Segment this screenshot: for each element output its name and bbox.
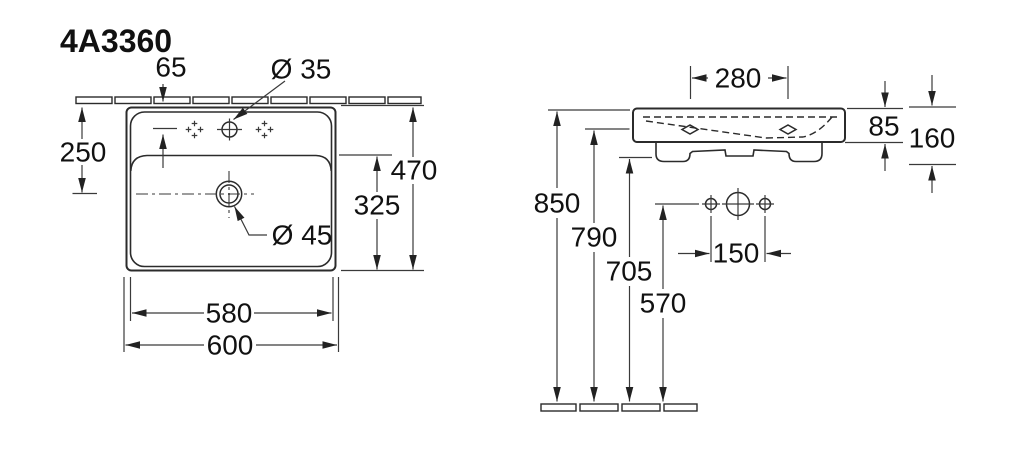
dim-overall-width: 600 [123, 277, 340, 361]
fixing-hole-icon [680, 124, 700, 135]
bowl-depth-label: 325 [354, 190, 401, 221]
tap-offset-label: 65 [155, 52, 186, 83]
wall-tile [114, 96, 152, 105]
wall-tile [75, 96, 113, 105]
basin-body [632, 107, 846, 143]
dim-tap-diameter: Ø 35 [233, 54, 332, 120]
dim-rim-height: 850 [534, 111, 581, 402]
drain-diameter-label: Ø 45 [272, 220, 333, 251]
floor-tile [663, 403, 698, 412]
optional-tap-hole-marker-left [185, 120, 204, 139]
dim-overall-depth: 470 [341, 104, 438, 272]
dim-connection-spacing: 150 [678, 216, 791, 269]
fixing-height-label: 790 [571, 222, 618, 253]
fixing-spacing-label: 280 [715, 63, 762, 94]
connection-spacing-label: 150 [713, 238, 760, 269]
dim-underside-height: 705 [606, 159, 653, 402]
rim-height-label: 850 [534, 188, 581, 219]
wall-tile [270, 96, 308, 105]
bowl-width-label: 580 [206, 298, 253, 329]
leader-line [233, 206, 267, 236]
apron-height-label: 85 [868, 111, 899, 142]
top-view: 65 Ø 35 250 470 325 Ø 45 [60, 52, 438, 361]
wall-tile [231, 96, 269, 105]
dim-fixing-spacing: 280 [689, 63, 789, 99]
dim-tap-offset: 65 [153, 52, 187, 168]
wall-tile [153, 96, 191, 105]
drain-center-dot [228, 193, 230, 195]
wall-tile [387, 96, 422, 105]
basin-underside [655, 142, 823, 163]
floor-tile [579, 403, 619, 412]
overall-depth-label: 470 [391, 155, 438, 186]
leader-line [233, 80, 286, 120]
basin-outline-top [125, 106, 337, 272]
optional-tap-hole-marker-right [255, 120, 274, 139]
floor-tile [540, 403, 577, 412]
underside-height-label: 705 [606, 256, 653, 287]
basin-rim-edge [129, 111, 333, 268]
dim-apron-height: 85 [868, 81, 900, 171]
reference-ticks [548, 106, 956, 205]
cross-marks-icon [255, 120, 274, 139]
basin-outer-edge [125, 106, 337, 272]
bowl-back-edge [130, 154, 332, 172]
dim-rear-to-drain: 250 [60, 107, 107, 195]
hidden-bowl-slope [645, 120, 767, 139]
wall-tile [348, 96, 386, 105]
dim-drain-diameter: Ø 45 [233, 206, 333, 251]
connection-height-label: 570 [640, 288, 687, 319]
dim-fixing-height: 790 [571, 130, 618, 402]
dim-bowl-depth: 325 [339, 154, 401, 270]
drain-icon [136, 171, 254, 218]
wall-tile [192, 96, 230, 105]
floor-tiles [540, 403, 698, 412]
side-view: 280 850 790 705 570 85 [534, 63, 956, 412]
rear-to-drain-label: 250 [60, 137, 107, 168]
body-height-label: 160 [909, 123, 956, 154]
cross-marks-icon [185, 120, 204, 139]
wall-tile [309, 96, 347, 105]
overall-width-label: 600 [207, 330, 254, 361]
hidden-bowl-slope [765, 116, 833, 139]
dim-connection-height: 570 [640, 205, 687, 402]
basin-outline-side [632, 107, 846, 163]
water-connection-icons [702, 188, 774, 220]
tap-diameter-label: Ø 35 [271, 54, 332, 85]
tap-hole-icon [217, 118, 242, 141]
fixing-hole-icon [778, 124, 798, 135]
floor-tile [621, 403, 661, 412]
wall-tiles [75, 96, 422, 105]
dim-body-height: 160 [909, 75, 956, 193]
dim-bowl-width: 580 [129, 277, 334, 329]
page-title: 4A3360 [60, 23, 172, 59]
